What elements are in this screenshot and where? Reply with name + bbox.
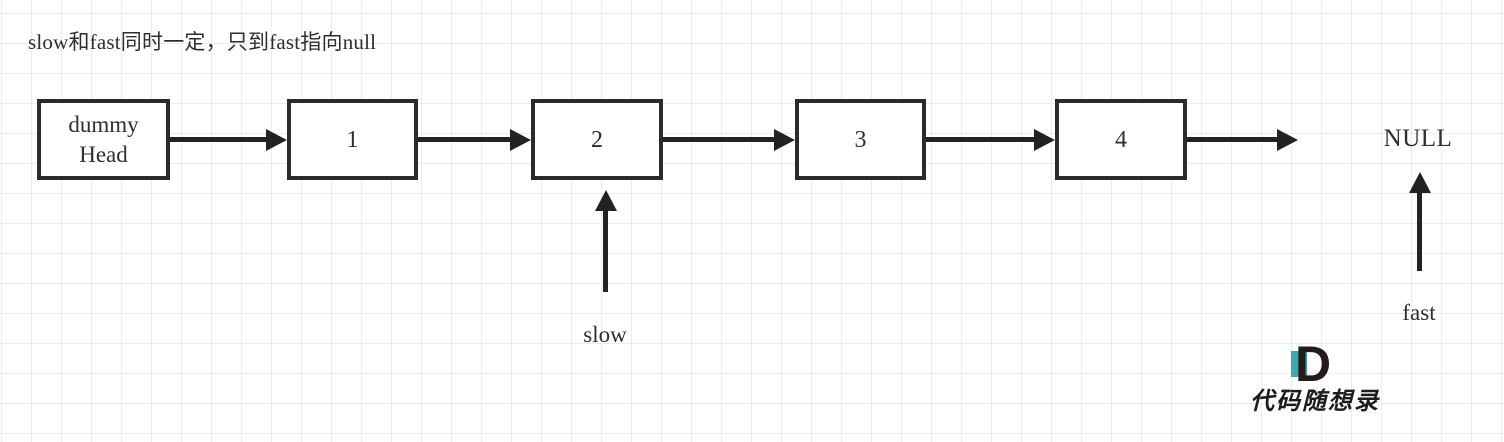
node-3-label: 3 bbox=[854, 126, 867, 153]
watermark-text: 代码随想录 bbox=[1250, 389, 1380, 415]
watermark-logo-letter: D bbox=[1295, 336, 1332, 392]
diagram-caption: slow和fast同时一定，只到fast指向null bbox=[28, 30, 377, 54]
node-dummy-head: dummy Head bbox=[37, 99, 170, 180]
null-terminator-label: NULL bbox=[1383, 125, 1453, 152]
arrow-node-1-to-node-2-icon bbox=[418, 137, 511, 142]
watermark: D 代码随想录 bbox=[1250, 336, 1380, 416]
node-1-label: 1 bbox=[346, 126, 359, 153]
arrow-node-4-to-null-icon bbox=[1187, 137, 1278, 142]
node-2-label: 2 bbox=[591, 126, 603, 153]
arrow-node-3-to-node-4-icon bbox=[926, 137, 1035, 142]
node-2: 2 bbox=[531, 99, 663, 180]
watermark-logo-icon: D bbox=[1287, 336, 1343, 392]
arrow-dummy-head-to-node-1-icon bbox=[170, 137, 267, 142]
node-1: 1 bbox=[287, 99, 418, 180]
watermark-logo-teal-block bbox=[1291, 351, 1307, 377]
slow-pointer-label: slow bbox=[583, 322, 627, 347]
fast-pointer-label: fast bbox=[1402, 300, 1436, 325]
node-3: 3 bbox=[795, 99, 926, 180]
arrow-node-2-to-node-3-icon bbox=[663, 137, 775, 142]
fast-pointer-arrow-up-icon bbox=[1417, 192, 1422, 271]
node-dummy-head-label: dummy Head bbox=[68, 111, 139, 167]
node-4-label: 4 bbox=[1115, 126, 1127, 153]
slow-pointer-arrow-up-icon bbox=[603, 210, 608, 292]
node-4: 4 bbox=[1055, 99, 1187, 180]
